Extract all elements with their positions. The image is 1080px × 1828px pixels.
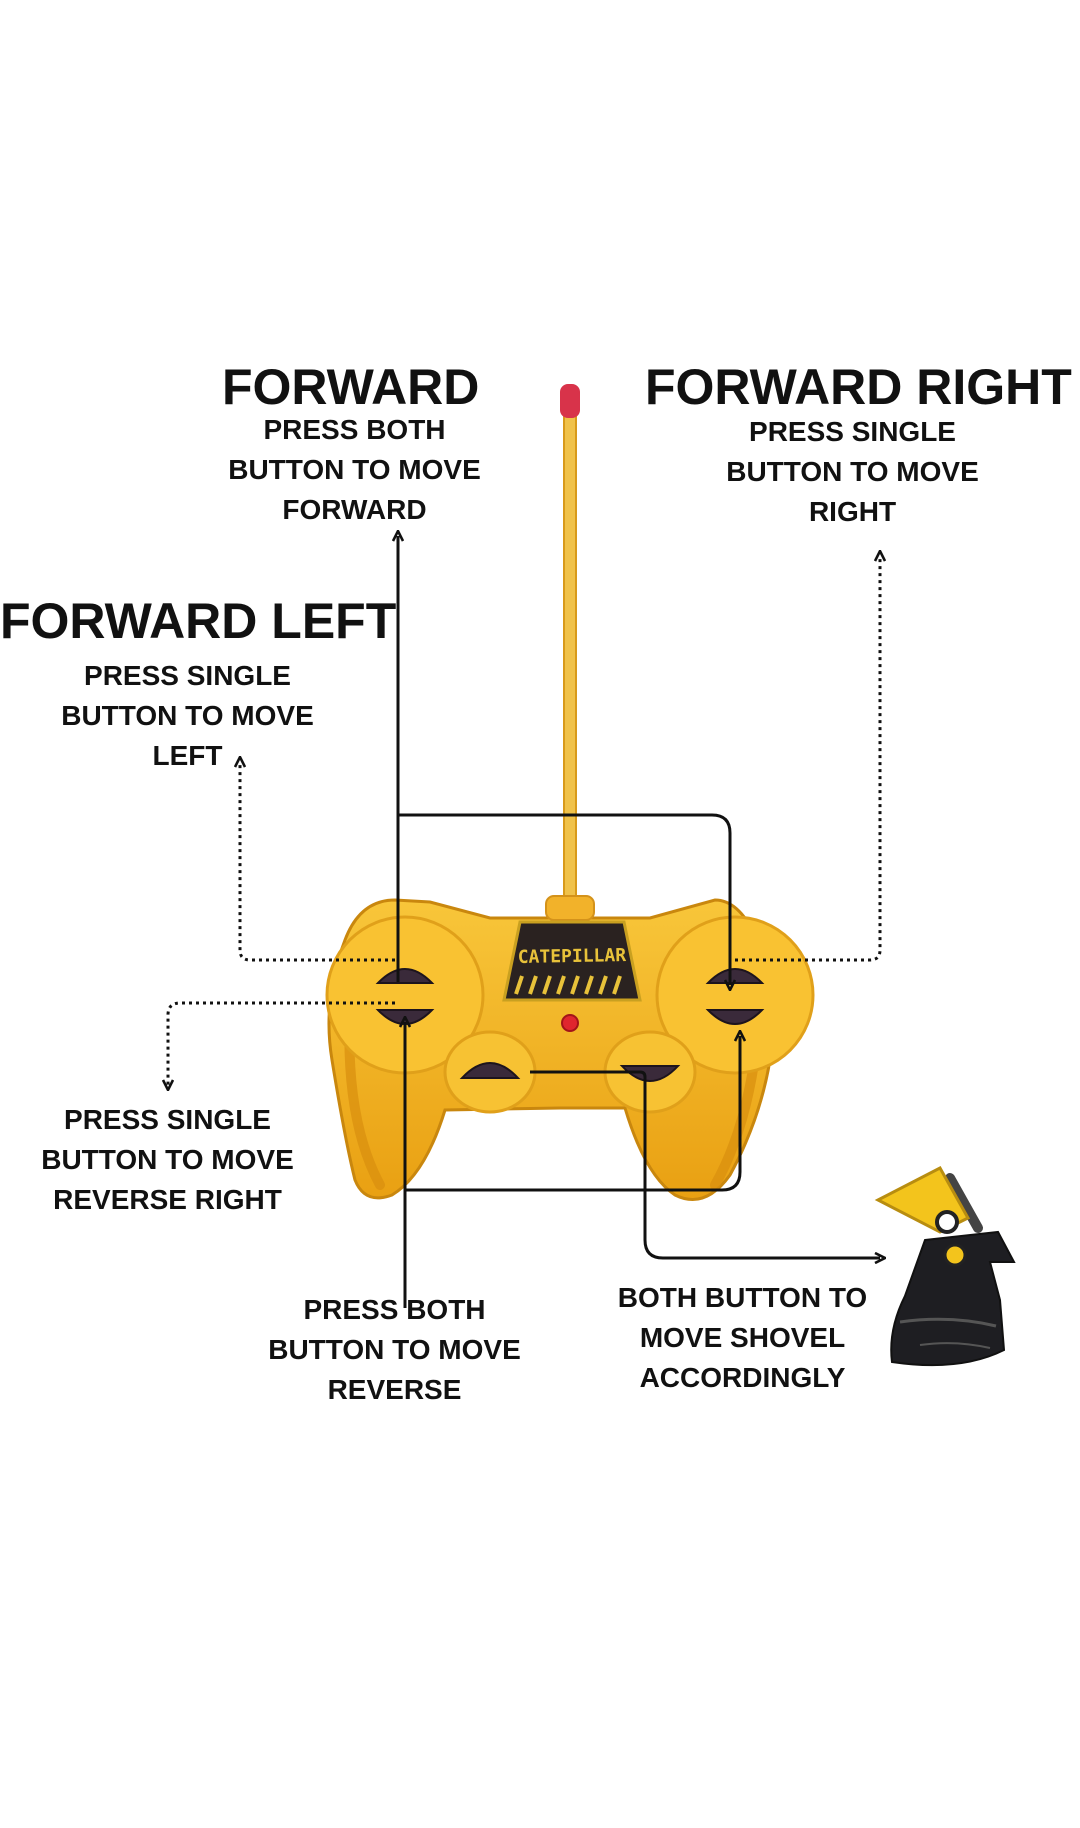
forward-right-line-3: RIGHT — [808, 496, 897, 527]
reverse-line-2: BUTTON TO MOVE — [268, 1334, 521, 1365]
right-lower-button[interactable] — [705, 1009, 765, 1025]
forward-heading: FORWARD — [222, 359, 480, 415]
forward-right-line-2: BUTTON TO MOVE — [726, 456, 979, 487]
forward-line-3: FORWARD — [282, 494, 427, 525]
reverse-right-line-1: PRESS SINGLE — [64, 1104, 271, 1135]
reverse-line-3: REVERSE — [327, 1374, 462, 1405]
connector-reverse-right — [168, 1001, 395, 1085]
brand-badge-text: CATEPILLAR — [518, 945, 627, 968]
shovel-illustration — [874, 1166, 1016, 1367]
connector-forward-left — [240, 762, 395, 962]
forward-left-line-2: BUTTON TO MOVE — [61, 700, 314, 731]
reverse-right-line-2: BUTTON TO MOVE — [41, 1144, 294, 1175]
shovel-line-2: MOVE SHOVEL — [639, 1322, 846, 1353]
forward-line-1: PRESS BOTH — [263, 414, 446, 445]
antenna — [560, 384, 580, 905]
forward-line-2: BUTTON TO MOVE — [228, 454, 481, 485]
connector-forward-loop — [398, 813, 730, 985]
reverse-right-line-3: REVERSE RIGHT — [53, 1184, 282, 1215]
badge-stripes — [514, 975, 622, 995]
forward-left-line-1: PRESS SINGLE — [84, 660, 291, 691]
connector-shovel — [530, 1070, 880, 1258]
connector-forward-right — [735, 556, 880, 962]
right-upper-button[interactable] — [705, 968, 765, 984]
left-upper-button[interactable] — [375, 968, 435, 984]
forward-left-heading: FORWARD LEFT — [0, 593, 397, 649]
reverse-line-1: PRESS BOTH — [303, 1294, 486, 1325]
brand-badge: CATEPILLAR — [502, 920, 642, 1002]
connector-reverse-loop — [405, 1036, 740, 1192]
shovel-description: BOTH BUTTON TO MOVE SHOVEL ACCORDINGLY — [610, 1278, 875, 1398]
shovel-line-3: ACCORDINGLY — [639, 1362, 846, 1393]
reverse-right-description: PRESS SINGLE BUTTON TO MOVE REVERSE RIGH… — [35, 1100, 300, 1220]
forward-left-line-3: LEFT — [152, 740, 223, 771]
forward-left-description: PRESS SINGLE BUTTON TO MOVE LEFT — [55, 656, 320, 776]
shovel-left-button[interactable] — [459, 1062, 521, 1079]
controller-body — [325, 895, 815, 1201]
forward-description: PRESS BOTH BUTTON TO MOVE FORWARD — [222, 410, 487, 530]
forward-right-description: PRESS SINGLE BUTTON TO MOVE RIGHT — [720, 412, 985, 532]
shovel-line-1: BOTH BUTTON TO — [617, 1282, 868, 1313]
reverse-description: PRESS BOTH BUTTON TO MOVE REVERSE — [262, 1290, 527, 1410]
forward-right-line-1: PRESS SINGLE — [749, 416, 956, 447]
forward-right-heading: FORWARD RIGHT — [645, 359, 1072, 415]
